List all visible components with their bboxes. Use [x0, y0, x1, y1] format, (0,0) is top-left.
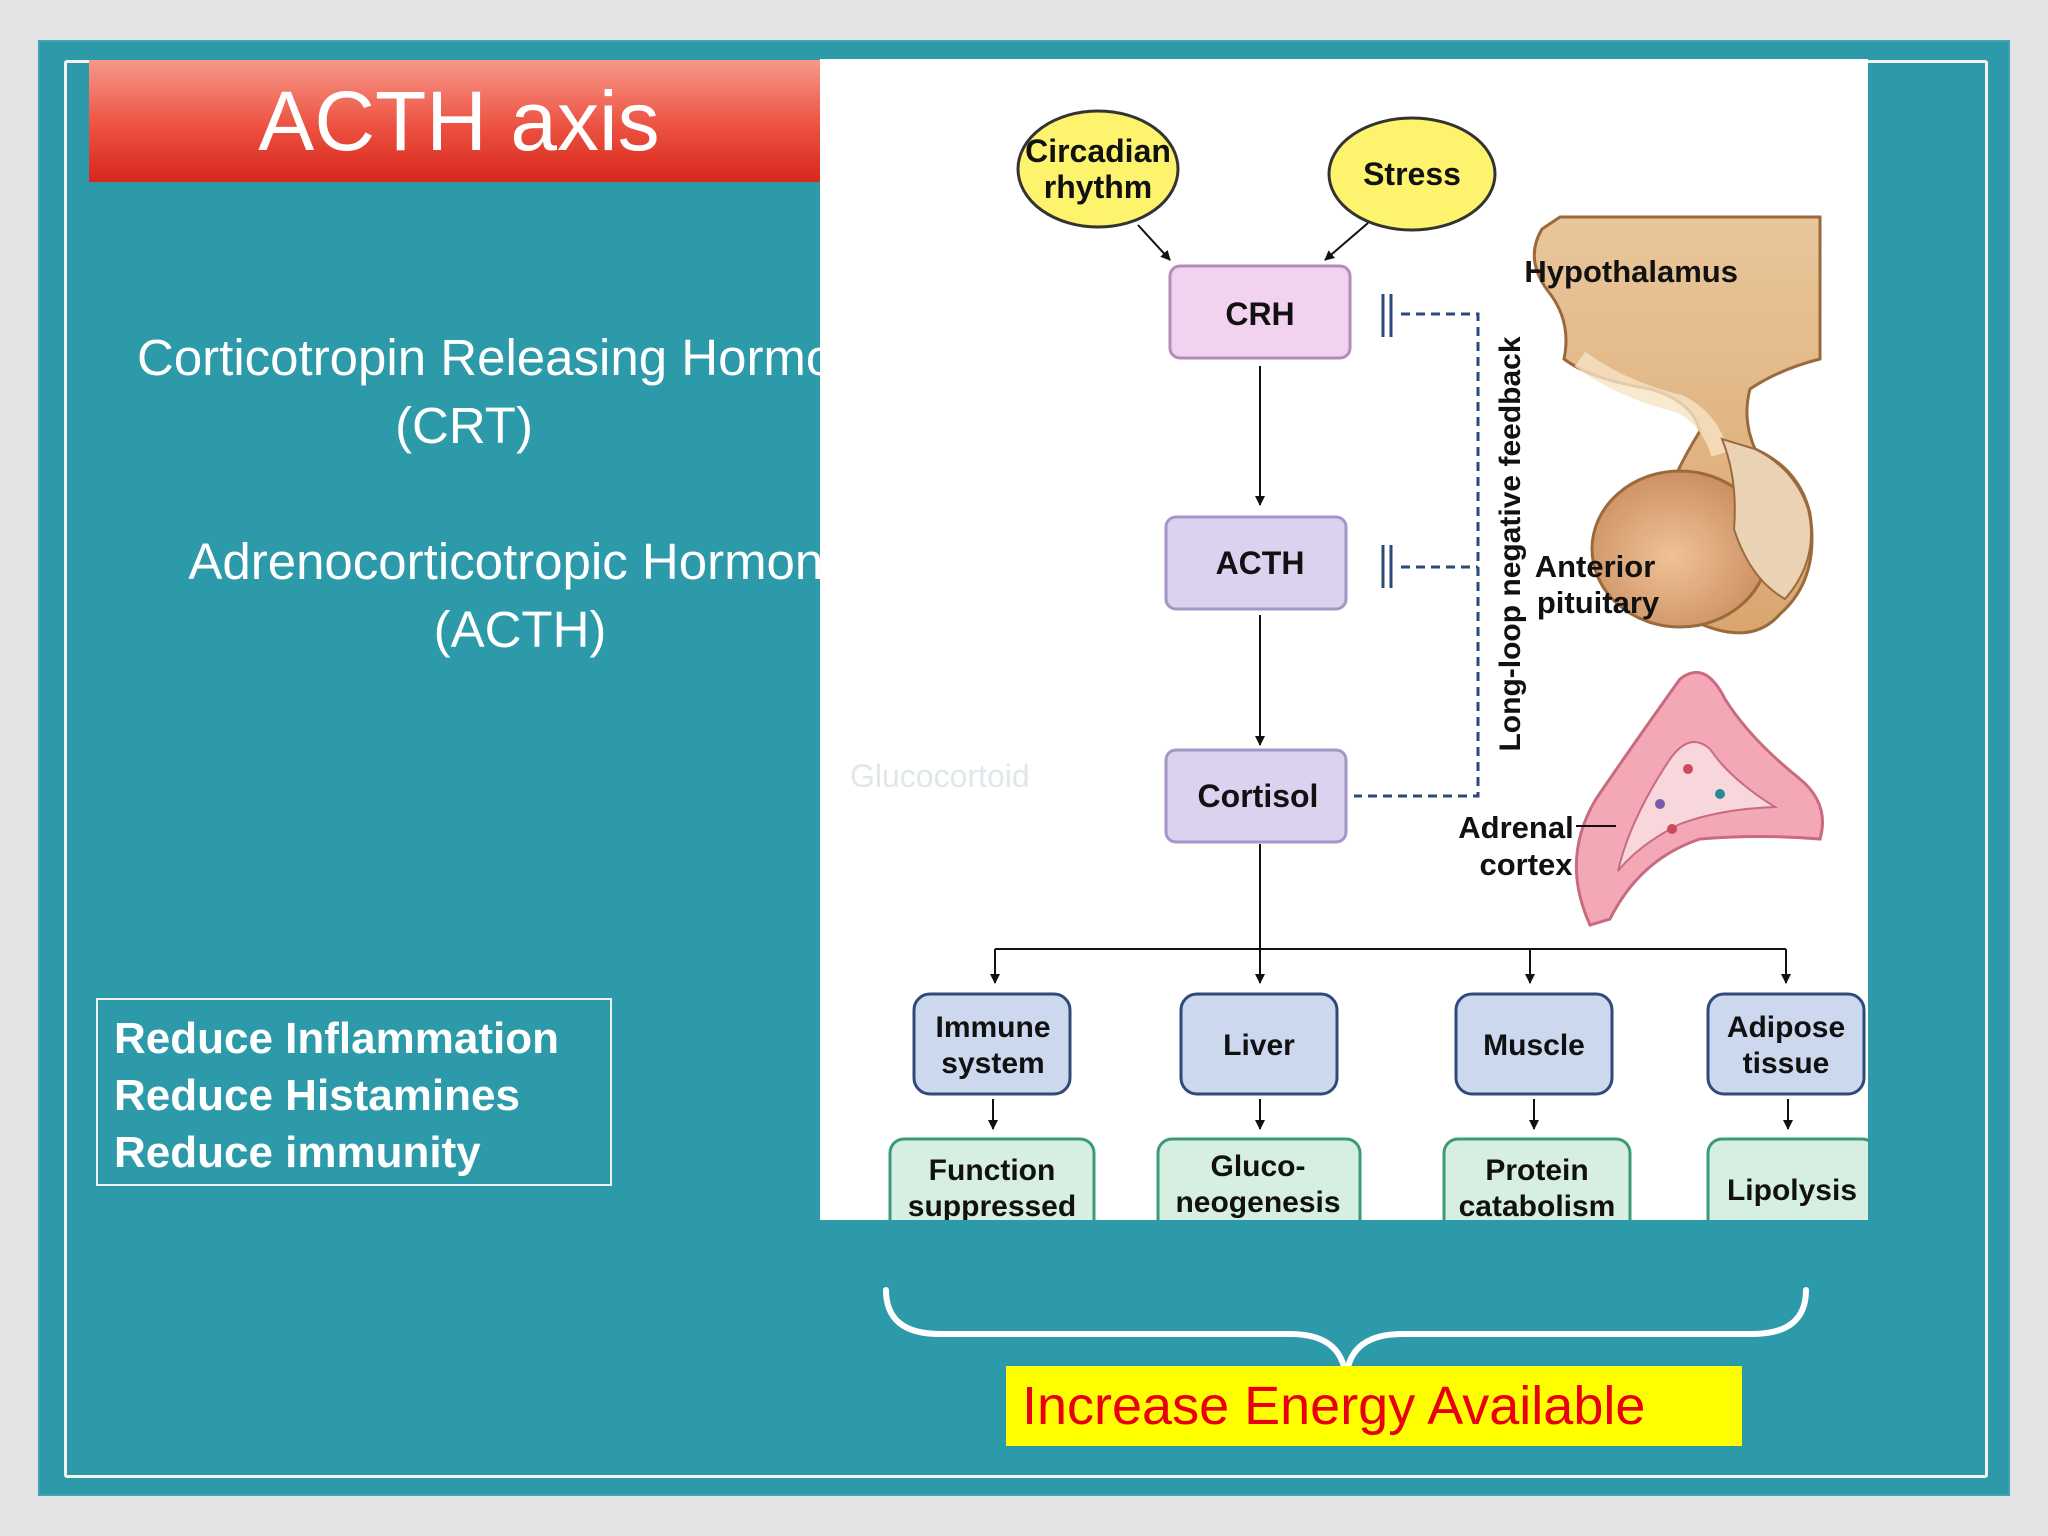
anterior-pituitary-label-2: pituitary: [1537, 585, 1660, 620]
stress-label: Stress: [1363, 156, 1461, 192]
function-suppressed-label-2: suppressed: [908, 1190, 1076, 1220]
adipose-tissue-label: Adipose: [1727, 1011, 1845, 1044]
effect-item: Reduce Inflammation: [114, 1014, 559, 1063]
muscle-box: [1454, 992, 1614, 1096]
effects-box: Reduce Inflammation Reduce Histamines Re…: [96, 998, 612, 1186]
adipose-tissue-box: [1706, 992, 1866, 1096]
cortisol-box: [1164, 748, 1348, 844]
glucocorticoid-label: Glucocortoid: [850, 758, 1030, 794]
stress-arrow: [1324, 222, 1369, 261]
cortisol-label: Cortisol: [1198, 778, 1319, 814]
gluconeogenesis-label-2: neogenesis: [1175, 1186, 1340, 1219]
lipolysis-label: Lipolysis: [1727, 1174, 1857, 1207]
protein-catabolism-label-2: catabolism: [1459, 1190, 1616, 1220]
hypothalamus-label: Hypothalamus: [1524, 254, 1738, 289]
acth-label: ACTH: [1216, 545, 1305, 581]
acth-box: [1164, 515, 1348, 611]
slide-title: ACTH axis: [89, 60, 949, 182]
gluconeogenesis-label: Gluco-: [1211, 1150, 1306, 1183]
crh-description-line2: (CRT): [395, 397, 533, 454]
liver-box: [1179, 992, 1339, 1096]
axis-diagram: Circadian rhythm Stress CRH ACTH Cortiso…: [888, 109, 1868, 1220]
circadian-ellipse: [1016, 109, 1180, 229]
protein-catabolism-label: Protein: [1485, 1154, 1588, 1187]
feedback-label: Long-loop negative feedback: [1494, 336, 1527, 751]
energy-banner: Increase Energy Available: [1006, 1366, 1742, 1446]
protein-catabolism-box: [1442, 1137, 1632, 1220]
effect-item: Reduce immunity: [114, 1128, 481, 1177]
circadian-label: Circadian: [1025, 133, 1171, 169]
immune-system-box: [912, 992, 1072, 1096]
lipolysis-box: [1706, 1137, 1868, 1220]
hypothalamus-illustration: [1532, 215, 1822, 635]
acth-axis-figure: Circadian rhythm Stress CRH ACTH Cortiso…: [820, 59, 1868, 1220]
function-suppressed-box: [888, 1137, 1096, 1220]
immune-system-label-2: system: [941, 1047, 1044, 1080]
adrenal-cortex-label: Adrenal: [1458, 810, 1573, 845]
stress-ellipse: [1327, 116, 1497, 232]
gluconeogenesis-box: [1156, 1137, 1362, 1220]
immune-system-label: Immune: [935, 1011, 1050, 1044]
crh-label: CRH: [1225, 296, 1294, 332]
adipose-tissue-label-2: tissue: [1743, 1047, 1830, 1080]
crh-box: [1168, 264, 1352, 360]
acth-description-line2: (ACTH): [433, 601, 607, 658]
negative-feedback-loop: [1354, 294, 1480, 798]
adrenal-cortex-label-2: cortex: [1479, 847, 1573, 882]
adrenal-cortex-illustration: [1574, 670, 1824, 927]
acth-description-line1: Adrenocorticotropic Hormone: [188, 533, 852, 590]
effect-item: Reduce Histamines: [114, 1071, 520, 1120]
muscle-label: Muscle: [1483, 1029, 1585, 1062]
crh-description-line1: Corticotropin Releasing Hormone: [136, 329, 892, 386]
liver-label: Liver: [1223, 1029, 1295, 1062]
anterior-pituitary-label: Anterior: [1535, 549, 1656, 584]
circadian-label-2: rhythm: [1044, 169, 1152, 205]
function-suppressed-label: Function: [929, 1154, 1056, 1187]
circadian-arrow: [1137, 224, 1171, 261]
